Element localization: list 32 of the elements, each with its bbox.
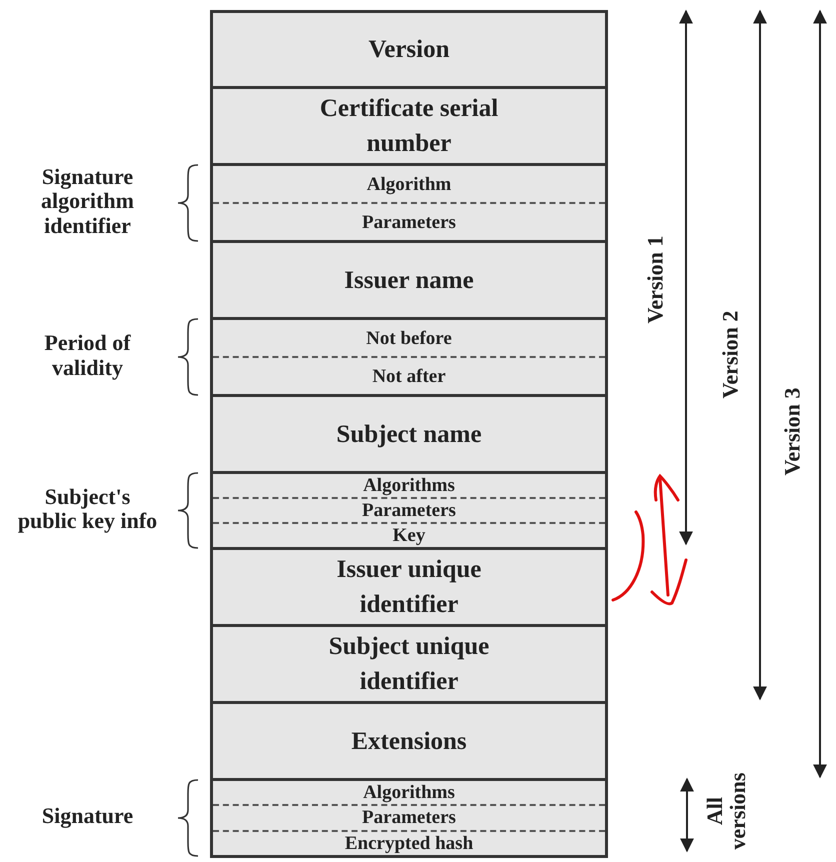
field-name: Subject unique identifier — [328, 632, 490, 697]
field-group-label: Signature — [40, 802, 134, 830]
certificate-field-box — [210, 701, 608, 781]
span-label: Version 1 — [643, 234, 667, 326]
certificate-field-box — [210, 10, 608, 89]
field-name: Version — [368, 35, 450, 65]
certificate-field-box — [210, 394, 608, 474]
certificate-field-box — [210, 547, 608, 627]
subfield-name: Key — [392, 526, 426, 545]
field-name: Issuer unique identifier — [336, 555, 482, 620]
subfield-name: Parameters — [362, 501, 456, 520]
subfield-name: Algorithms — [363, 783, 455, 802]
certificate-field-box — [210, 86, 608, 166]
subfield-name: Encrypted hash — [344, 834, 474, 853]
subfield-name: Algorithm — [366, 174, 452, 194]
span-label: Version 3 — [780, 386, 804, 478]
span-label: All versions — [702, 772, 750, 852]
certificate-field-box — [210, 240, 608, 320]
field-group-label: Period of validity — [43, 329, 132, 382]
field-name: Subject name — [336, 420, 482, 450]
span-label: Version 2 — [718, 310, 742, 400]
certificate-field-box — [210, 624, 608, 704]
subfield-name: Not before — [366, 328, 452, 348]
field-group-label: Signature algorithm identifier — [40, 163, 135, 240]
field-name: Issuer name — [344, 266, 474, 296]
subfield-name: Parameters — [362, 212, 456, 232]
field-name: Certificate serial number — [318, 94, 500, 159]
subfield-name: Parameters — [362, 808, 456, 828]
subfield-name: Not after — [372, 366, 446, 386]
field-group-label: Subject's public key info — [16, 482, 158, 535]
field-name: Extensions — [351, 726, 467, 756]
subfield-name: Algorithms — [363, 476, 455, 495]
